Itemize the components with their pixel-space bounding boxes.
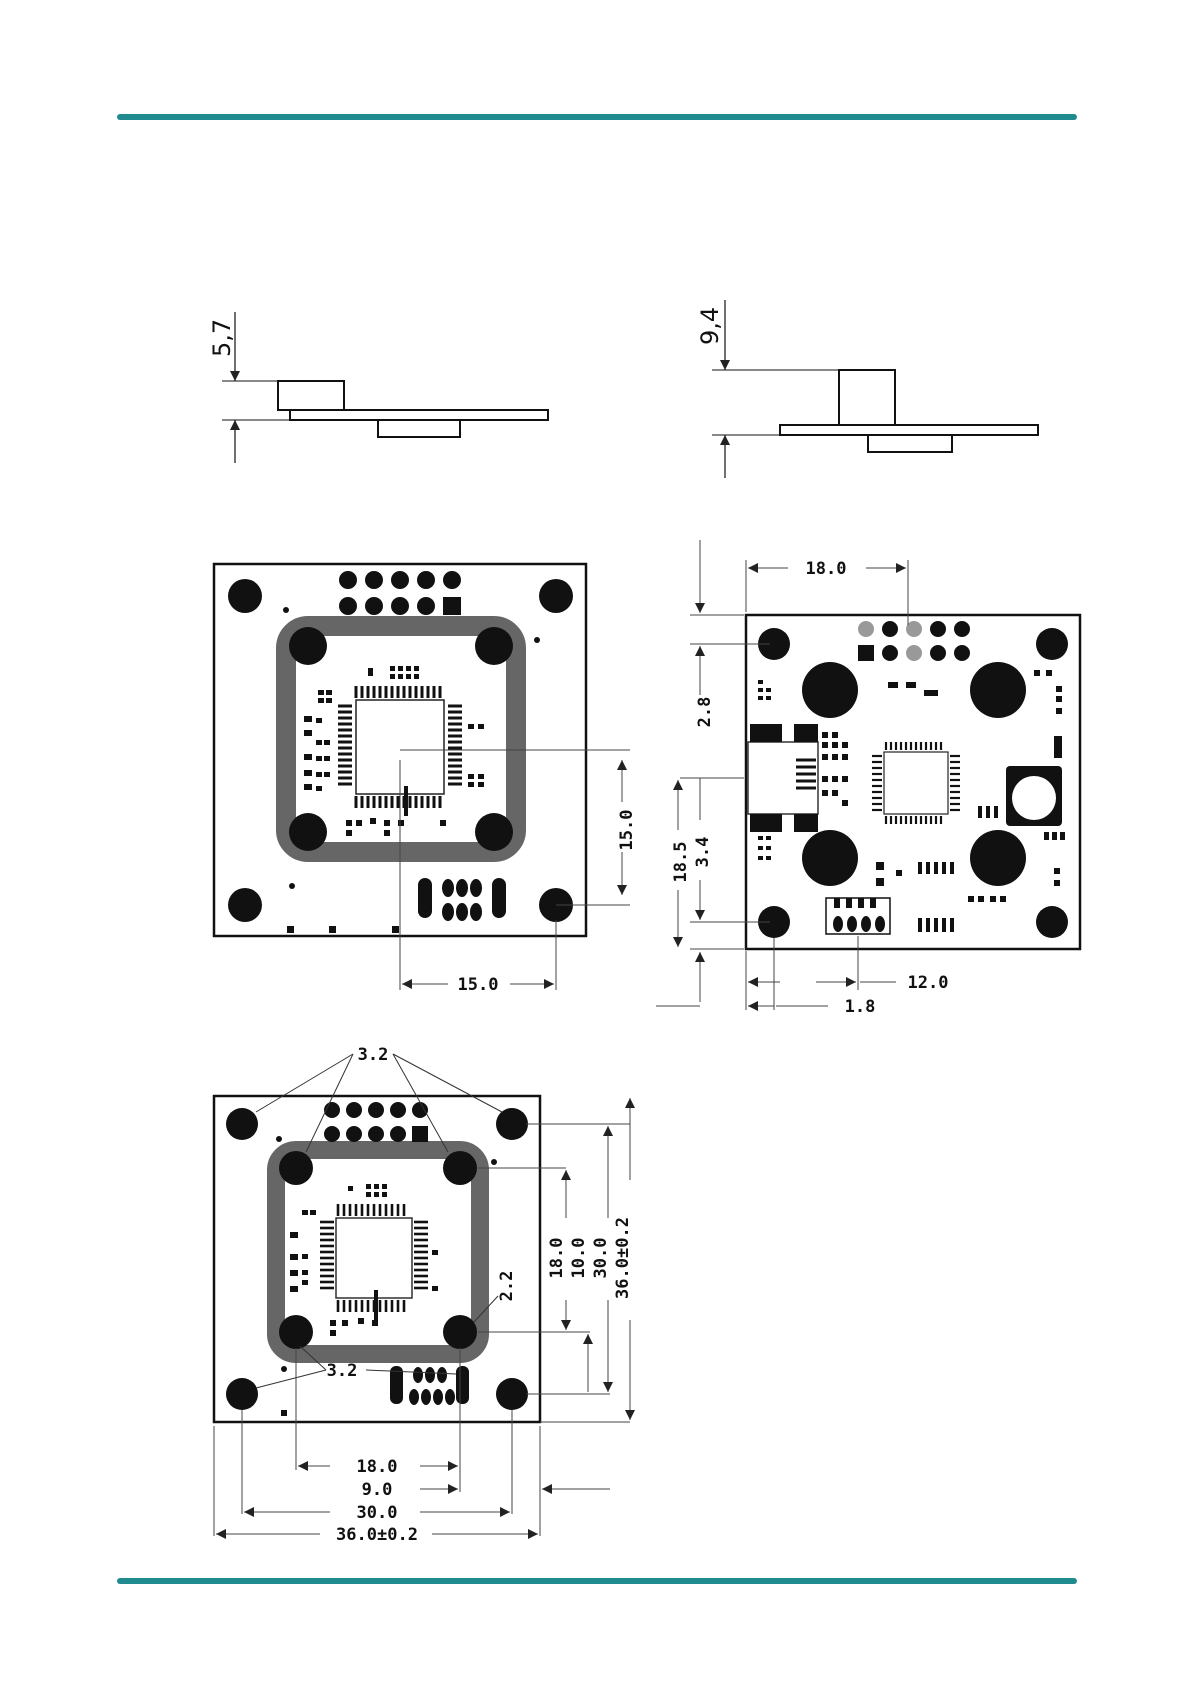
back-dim-top: 18.0: [806, 559, 847, 579]
lens-hole: [289, 627, 327, 665]
sensor-outline: [378, 420, 460, 437]
battery-cell: [1012, 776, 1056, 820]
lens-hole: [289, 813, 327, 851]
mount-hole: [539, 579, 573, 613]
bottom-hole-label-top: 3.2: [358, 1045, 389, 1065]
side-left-height: 5,7: [208, 319, 236, 357]
pcb-outline: [290, 410, 548, 420]
chip-pins-top: [356, 686, 440, 698]
front-dim-horizontal: 15.0: [458, 975, 499, 995]
back-dim-bottom-right: 12.0: [908, 973, 949, 993]
bottom-hole-label-bottom: 3.2: [327, 1361, 358, 1381]
side-view-left: [222, 312, 548, 463]
front-dim-vertical: 15.0: [617, 810, 637, 851]
board-back: 18.0 2.8 18.5 3.4 12.0 1.8: [656, 540, 1080, 1017]
chip-pins-bottom: [356, 796, 440, 808]
bottom-dim-h-2: 9.0: [362, 1480, 393, 1500]
bottom-dim-h-1: 18.0: [357, 1457, 398, 1477]
board-bottom: 18.0 10.0 30.0 36.0±0.2 2.2 3.2 3.2 18.0…: [214, 1045, 633, 1545]
side-right-height: 9,4: [696, 307, 724, 345]
back-dim-bottom-small: 1.8: [845, 997, 876, 1017]
bottom-dim-h-4: 36.0±0.2: [336, 1525, 418, 1545]
bottom-frame-width: 2.2: [497, 1271, 517, 1302]
side-view-right: [712, 300, 1038, 478]
bottom-dim-v-4: 36.0±0.2: [613, 1217, 633, 1299]
bottom-dim-v-1: 18.0: [547, 1238, 567, 1279]
pcb-outline-right: [780, 425, 1038, 435]
bottom-dim-v-2: 10.0: [569, 1238, 589, 1279]
bottom-dim-h-3: 30.0: [357, 1503, 398, 1523]
back-dim-left-inner: 3.4: [693, 837, 713, 868]
sensor-outline-right: [868, 435, 952, 452]
mount-hole: [228, 888, 262, 922]
back-connector: [826, 898, 890, 934]
bottom-dim-v-3: 30.0: [591, 1238, 611, 1279]
mount-hole: [228, 579, 262, 613]
lens-hole: [475, 627, 513, 665]
back-dim-left-upper: 2.8: [695, 697, 715, 728]
lens-outline: [839, 370, 895, 425]
connector-outline: [278, 381, 344, 410]
board-front: 15.0 15.0: [214, 564, 637, 995]
lens-hole: [475, 813, 513, 851]
back-dim-left-outer: 18.5: [671, 842, 691, 883]
